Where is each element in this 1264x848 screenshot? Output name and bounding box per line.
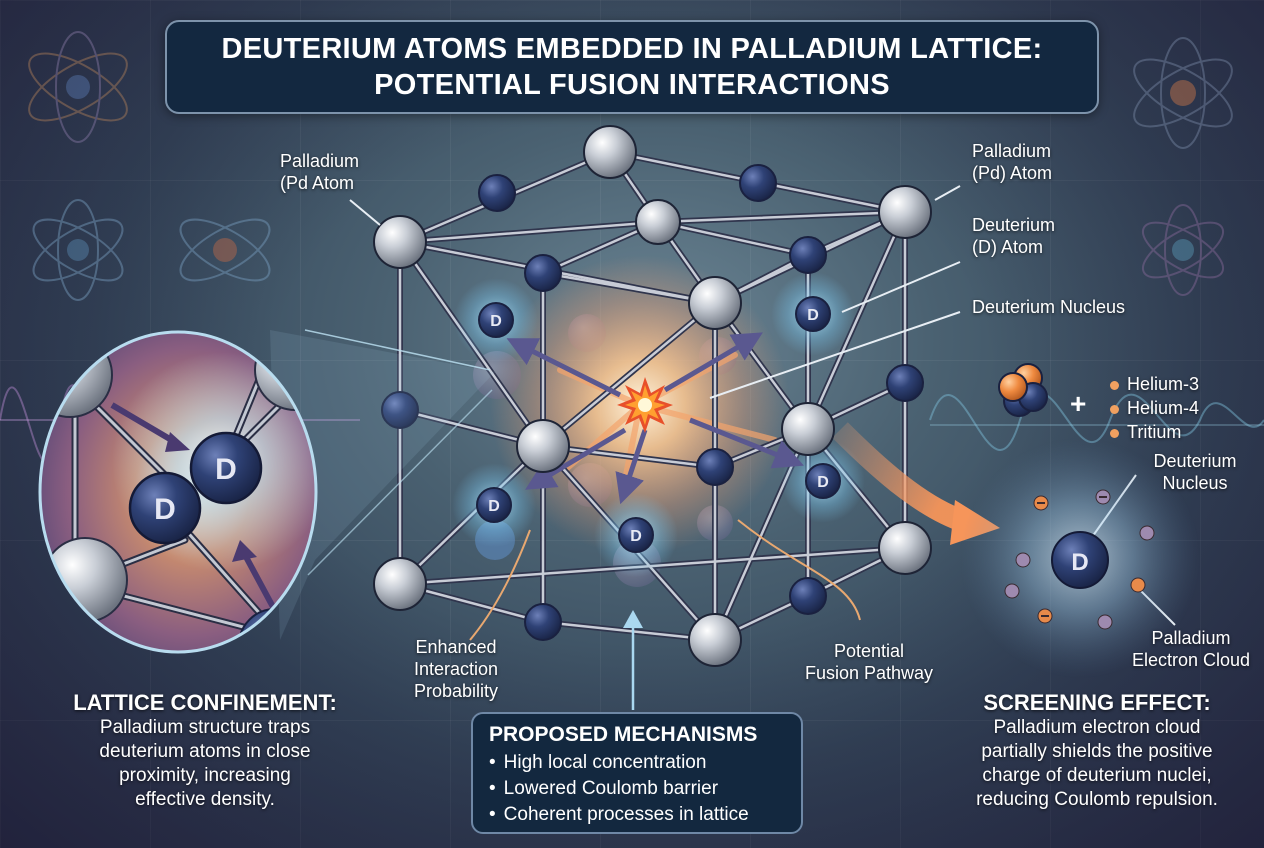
- svg-text:D: D: [630, 528, 642, 545]
- product-item: Helium-4: [1110, 396, 1199, 420]
- svg-text:D: D: [215, 453, 237, 486]
- deuterium-atoms: D D D D D: [476, 296, 841, 553]
- label-palladium-electron-cloud: Palladium Electron Cloud: [1131, 628, 1251, 670]
- svg-text:D: D: [807, 307, 819, 324]
- label-potential-fusion-pathway: Potential Fusion Pathway: [804, 641, 934, 683]
- panel-heading: LATTICE CONFINEMENT:: [73, 690, 337, 715]
- label-palladium-atom-left: Palladium (Pd Atom: [280, 151, 360, 193]
- label-palladium-atom-right: Palladium (Pd) Atom: [972, 141, 1053, 183]
- svg-text:D: D: [490, 313, 502, 330]
- panel-screening-effect: SCREENING EFFECT: Palladium electron clo…: [940, 690, 1254, 812]
- pathway-arrow: [832, 422, 965, 531]
- lattice-blue-atoms: [381, 164, 924, 641]
- svg-text:D: D: [488, 498, 500, 515]
- mechanism-item: High local concentration: [489, 750, 785, 776]
- bullet-dot-icon: [1110, 380, 1119, 390]
- interaction-arrows: [506, 332, 804, 505]
- fusion-product-nucleus-icon: [998, 363, 1048, 417]
- title-line-1: DEUTERIUM ATOMS EMBEDDED IN PALLADIUM LA…: [221, 33, 1043, 65]
- bg-atom-icon: [28, 31, 128, 143]
- panel-lattice-confinement: LATTICE CONFINEMENT: Palladium structure…: [55, 690, 355, 812]
- label-enhanced-interaction: Enhanced Interaction Probability: [413, 637, 499, 701]
- mechanism-item: Coherent processes in lattice: [489, 802, 785, 828]
- panel-proposed-mechanisms: PROPOSED MECHANISMS High local concentra…: [471, 712, 803, 834]
- panel-heading: PROPOSED MECHANISMS: [489, 723, 758, 746]
- bullet-dot-icon: [1110, 428, 1119, 438]
- inset-deuterium-pair: D D: [128, 431, 263, 545]
- product-item: Helium-3: [1110, 372, 1199, 396]
- title-banner: DEUTERIUM ATOMS EMBEDDED IN PALLADIUM LA…: [165, 20, 1099, 114]
- screening-cloud: D: [960, 438, 1200, 678]
- mechanism-item: Lowered Coulomb barrier: [489, 776, 785, 802]
- palladium-atoms: [373, 125, 932, 667]
- title-line-2: POTENTIAL FUSION INTERACTIONS: [374, 69, 890, 101]
- bullet-dot-icon: [1110, 404, 1119, 414]
- svg-text:D: D: [1071, 549, 1088, 576]
- panel-heading: SCREENING EFFECT:: [983, 690, 1211, 715]
- plus-sign: +: [1070, 388, 1087, 419]
- label-deuterium-nucleus: Deuterium Nucleus: [972, 297, 1126, 317]
- label-deuterium-atom: Deuterium (D) Atom: [972, 215, 1056, 257]
- svg-text:D: D: [154, 493, 176, 526]
- fusion-burst-icon: [617, 377, 673, 433]
- fusion-products-list: Helium-3 Helium-4 Tritium: [1110, 372, 1199, 444]
- mechanisms-arrow-icon: [623, 610, 643, 628]
- product-item: Tritium: [1110, 420, 1199, 444]
- svg-text:D: D: [817, 474, 829, 491]
- inset-border: [38, 330, 318, 654]
- label-screen-deuterium-nucleus: Deuterium Nucleus: [1153, 451, 1237, 493]
